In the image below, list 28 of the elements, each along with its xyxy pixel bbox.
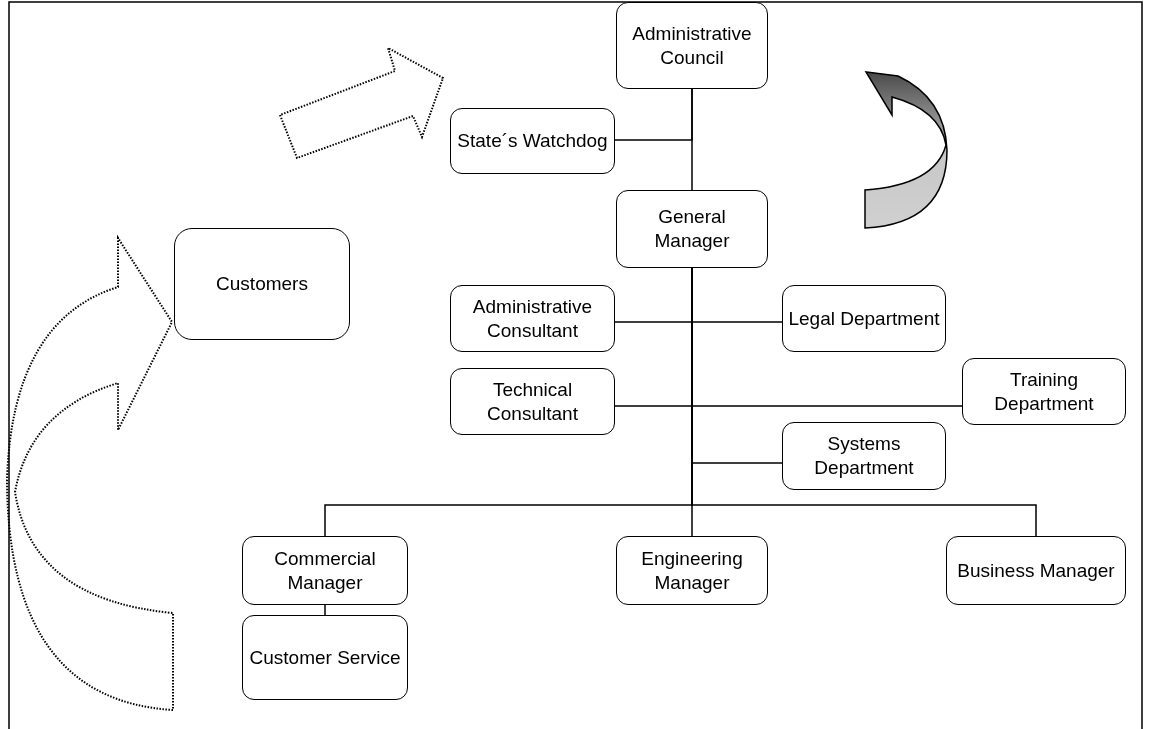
box-label: Commercial Manager [273,546,377,595]
org-box [616,2,768,89]
box-label: Customer Service [249,645,401,670]
box-label: General Manager [653,205,731,253]
org-box [174,228,350,340]
org-box [616,190,768,268]
box-label: Legal Department [788,306,940,331]
org-box [450,108,615,174]
org-box [616,536,768,605]
box-label: Administrative Consultant [471,294,594,343]
box-label: Training Department [993,367,1095,416]
org-box [450,285,615,352]
org-box [242,615,408,700]
box-label: Customers [216,272,308,296]
org-box [782,285,946,352]
box-label: Administrative Council [631,21,753,70]
connector-line [324,604,326,616]
box-label: State´s Watchdog [457,129,608,153]
org-box [242,536,408,605]
box-label: Systems Department [813,432,915,480]
box-label: Business Manager [957,558,1115,583]
org-box [946,536,1126,605]
connector-line [691,88,693,191]
box-label: Technical Consultant [486,377,579,426]
org-box [450,368,615,435]
box-label: Engineering Manager [640,546,744,595]
org-box [782,422,946,490]
org-box [962,358,1126,425]
